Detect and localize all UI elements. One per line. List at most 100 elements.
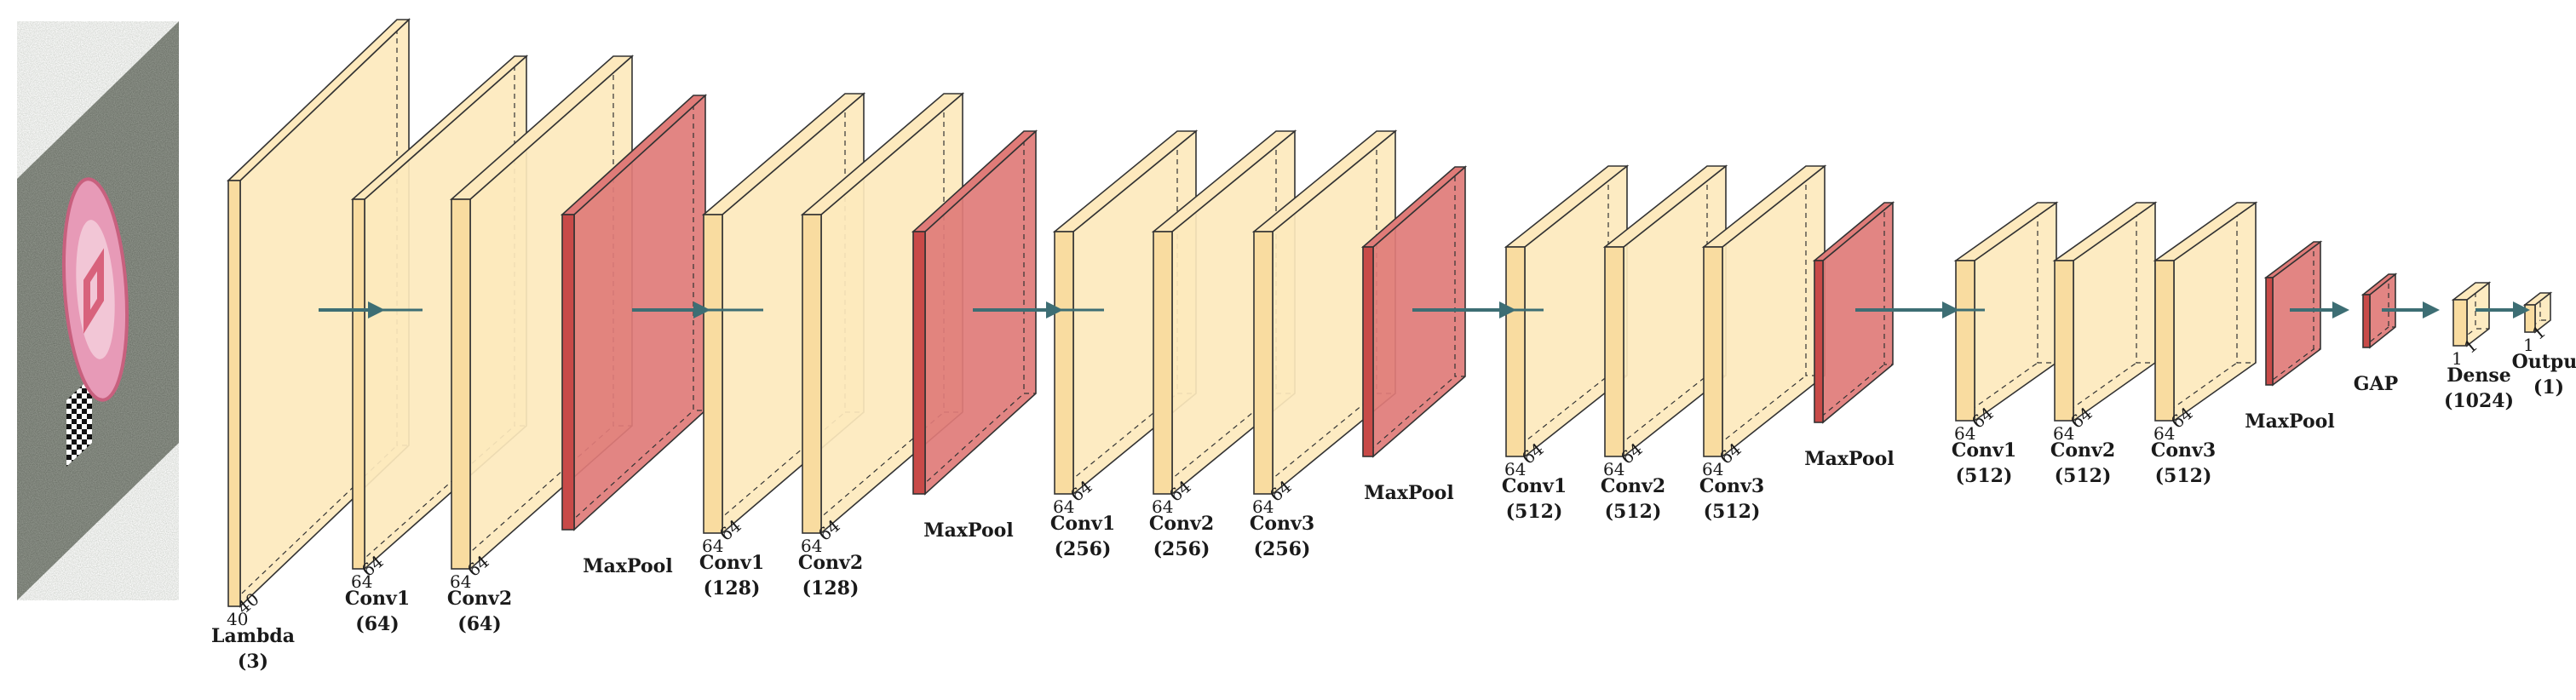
layer-name-label: Conv1	[345, 588, 410, 610]
layer-hidden-edge	[912, 393, 1025, 495]
layer-side-face	[2173, 201, 2257, 422]
layer-name-label: Conv2	[2050, 439, 2115, 462]
layer-dim-height: 64	[801, 536, 822, 556]
layer-front-face	[2362, 294, 2371, 348]
layer-hidden-edge	[1362, 376, 1456, 457]
layer-hidden-edge	[2037, 203, 2056, 364]
layer-block-dense	[2451, 281, 2492, 347]
layer-hidden-edge	[1955, 362, 2038, 422]
layer-size-label: (512)	[1605, 501, 1662, 523]
layer-hidden-edge	[2236, 203, 2256, 364]
layer-size-label: (512)	[1956, 465, 2013, 487]
layer-front-face	[1153, 231, 1173, 495]
layer-dim-height: 64	[1252, 496, 1274, 517]
layer-hidden-edge	[2136, 203, 2155, 364]
layer-block-conv2-512b	[2052, 201, 2158, 422]
layer-name-label: Conv2	[798, 552, 863, 574]
layer-hidden-edge	[2054, 362, 2137, 422]
layer-front-face	[1505, 246, 1526, 457]
layer-name-label: Conv2	[447, 588, 512, 610]
layer-dim-height: 64	[1954, 423, 1975, 444]
layer-hidden-edge	[693, 95, 705, 411]
layer-hidden-edge	[2265, 348, 2314, 386]
layer-name-label: Output	[2512, 351, 2576, 373]
layer-dim-height: 64	[2053, 423, 2074, 444]
layer-name-label: Conv1	[699, 552, 764, 574]
layer-name-label: MaxPool	[1804, 448, 1894, 470]
layer-size-label: (512)	[1506, 501, 1563, 523]
layer-hidden-edge	[1023, 131, 1036, 394]
layer-side-face	[2073, 201, 2156, 422]
layer-hidden-edge	[1883, 203, 1893, 365]
layer-name-label: Conv2	[1149, 513, 1214, 535]
layer-front-face	[561, 214, 575, 531]
layer-front-face	[227, 180, 241, 607]
layer-size-label: (1024)	[2444, 390, 2514, 412]
layer-size-label: (512)	[2055, 465, 2112, 487]
layer-size-label: (512)	[2155, 465, 2212, 487]
layer-front-face	[1814, 260, 1824, 423]
layer-name-label: Conv2	[1601, 475, 1665, 497]
layer-side-face	[1722, 164, 1826, 458]
layer-dim-width: 1	[2460, 335, 2481, 358]
layer-front-face	[802, 214, 822, 534]
layer-hidden-edge	[1814, 364, 1885, 423]
layer-hidden-edge	[1805, 166, 1825, 376]
layer-side-face	[1974, 201, 2057, 422]
layer-size-label: (64)	[457, 613, 501, 635]
layer-front-face	[1604, 246, 1624, 457]
layer-name-label: MaxPool	[1364, 482, 1453, 504]
layer-front-face	[2154, 260, 2175, 422]
layer-front-face	[1054, 231, 1074, 495]
layer-dim-height: 64	[1702, 459, 1723, 479]
layer-front-face	[2265, 277, 2274, 386]
layer-size-label: (3)	[238, 651, 268, 673]
layer-size-label: (256)	[1055, 538, 1112, 560]
layer-side-face	[1822, 201, 1894, 424]
layer-size-label: (128)	[802, 577, 860, 600]
layer-name-label: Conv1	[1502, 475, 1567, 497]
layer-dim-height: 64	[450, 571, 471, 592]
layer-hidden-edge	[802, 411, 945, 534]
input-image	[17, 21, 179, 600]
layer-size-label: (64)	[355, 613, 399, 635]
layer-front-face	[2054, 260, 2074, 422]
layer-dim-height: 64	[2153, 423, 2175, 444]
layer-hidden-edge	[227, 445, 398, 607]
layer-hidden-edge	[2388, 274, 2395, 328]
layer-front-face	[912, 231, 926, 495]
layer-dim-height: 64	[1152, 496, 1173, 517]
layer-name-label: Dense	[2447, 364, 2510, 387]
layer-block-maxpool-2	[911, 129, 1038, 496]
layer-name-label: Conv3	[1250, 513, 1314, 535]
layer-dim-height: 40	[227, 609, 248, 629]
layer-front-face	[451, 198, 471, 570]
layer-name-label: MaxPool	[2245, 410, 2334, 433]
layer-size-label: (256)	[1254, 538, 1311, 560]
layer-front-face	[1362, 246, 1374, 457]
layer-block-output	[2522, 291, 2553, 334]
layer-size-label: (128)	[704, 577, 761, 600]
layer-dim-height: 64	[1603, 459, 1624, 479]
layer-front-face	[1955, 260, 1975, 422]
layer-front-face	[703, 214, 723, 534]
layer-dim-height: 64	[1504, 459, 1526, 479]
layer-hidden-edge	[2154, 362, 2238, 422]
layer-name-label: Conv1	[1050, 513, 1115, 535]
layer-block-conv1-512b	[1953, 201, 2059, 422]
layer-front-face	[1703, 246, 1723, 457]
layer-front-face	[352, 198, 365, 570]
layer-dim-height: 64	[351, 571, 372, 592]
layer-hidden-edge	[703, 411, 846, 534]
layer-dim-height: 1	[2452, 348, 2463, 369]
layer-size-label: (512)	[1704, 501, 1761, 523]
layer-dim-height: 64	[1053, 496, 1074, 517]
layer-size-label: (256)	[1153, 538, 1210, 560]
layer-hidden-edge	[561, 410, 694, 531]
layer-name-label: Conv3	[2151, 439, 2216, 462]
layer-hidden-edge	[1253, 393, 1377, 495]
layer-front-face	[2452, 299, 2468, 347]
layer-name-label: GAP	[2354, 373, 2398, 395]
layer-block-conv1-512a	[1504, 164, 1630, 458]
layer-name-label: Lambda	[211, 625, 295, 647]
